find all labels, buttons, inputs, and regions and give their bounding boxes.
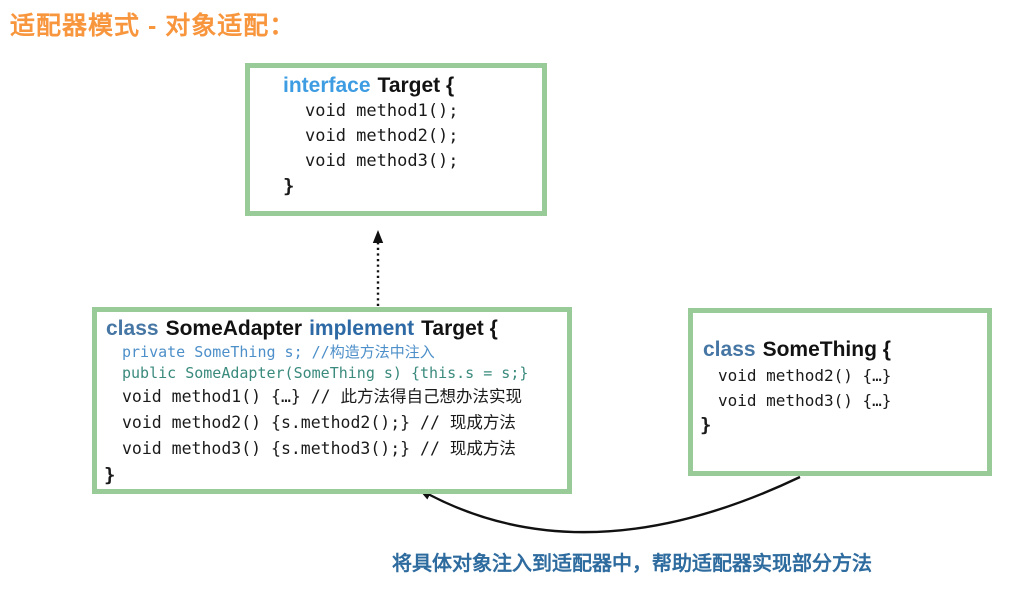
something-closing-brace: } — [700, 414, 712, 436]
adapter-method3-line: void method3() {s.method3();} // 现成方法 — [122, 439, 516, 458]
class-keyword: class — [106, 317, 159, 340]
adapter-method1-line: void method1() {…} // 此方法得自己想办法实现 — [122, 387, 523, 406]
adapter-private-field-line: private SomeThing s; //构造方法中注入 — [122, 343, 435, 361]
adapter-implements-target: Target { — [421, 317, 498, 340]
target-code-line: void method2(); — [305, 126, 459, 146]
adapter-name: SomeAdapter — [165, 317, 303, 340]
something-method2-line: void method2() {…} — [718, 366, 892, 385]
injection-caption: 将具体对象注入到适配器中，帮助适配器实现部分方法 — [392, 553, 872, 575]
target-name: Target { — [377, 74, 455, 97]
adapter-method2-line: void method2() {s.method2();} // 现成方法 — [122, 413, 516, 432]
some-adapter-class-box: class SomeAdapter implement Target { privat… — [92, 307, 572, 494]
page-title: 适配器模式 - 对象适配： — [10, 12, 296, 40]
target-interface-box: interface Target { void method1(); void m… — [245, 63, 547, 216]
target-box-header: interface Target { — [283, 73, 542, 99]
some-thing-class-box: class SomeThing { void method2() {…} void… — [688, 308, 992, 476]
target-closing-brace: } — [283, 175, 295, 197]
something-box-header: class SomeThing { — [703, 337, 987, 363]
target-code-line: void method1(); — [305, 101, 459, 121]
implement-keyword: implement — [309, 317, 415, 340]
something-name: SomeThing { — [762, 338, 891, 361]
something-method3-line: void method3() {…} — [718, 391, 892, 410]
adapter-constructor-line: public SomeAdapter(SomeThing s) {this.s … — [122, 364, 529, 382]
class-keyword: class — [703, 338, 756, 361]
adapter-box-header: class SomeAdapter implement Target { — [106, 316, 567, 342]
target-code-line: void method3(); — [305, 151, 459, 171]
adapter-closing-brace: } — [104, 464, 116, 486]
interface-keyword: interface — [283, 74, 371, 97]
